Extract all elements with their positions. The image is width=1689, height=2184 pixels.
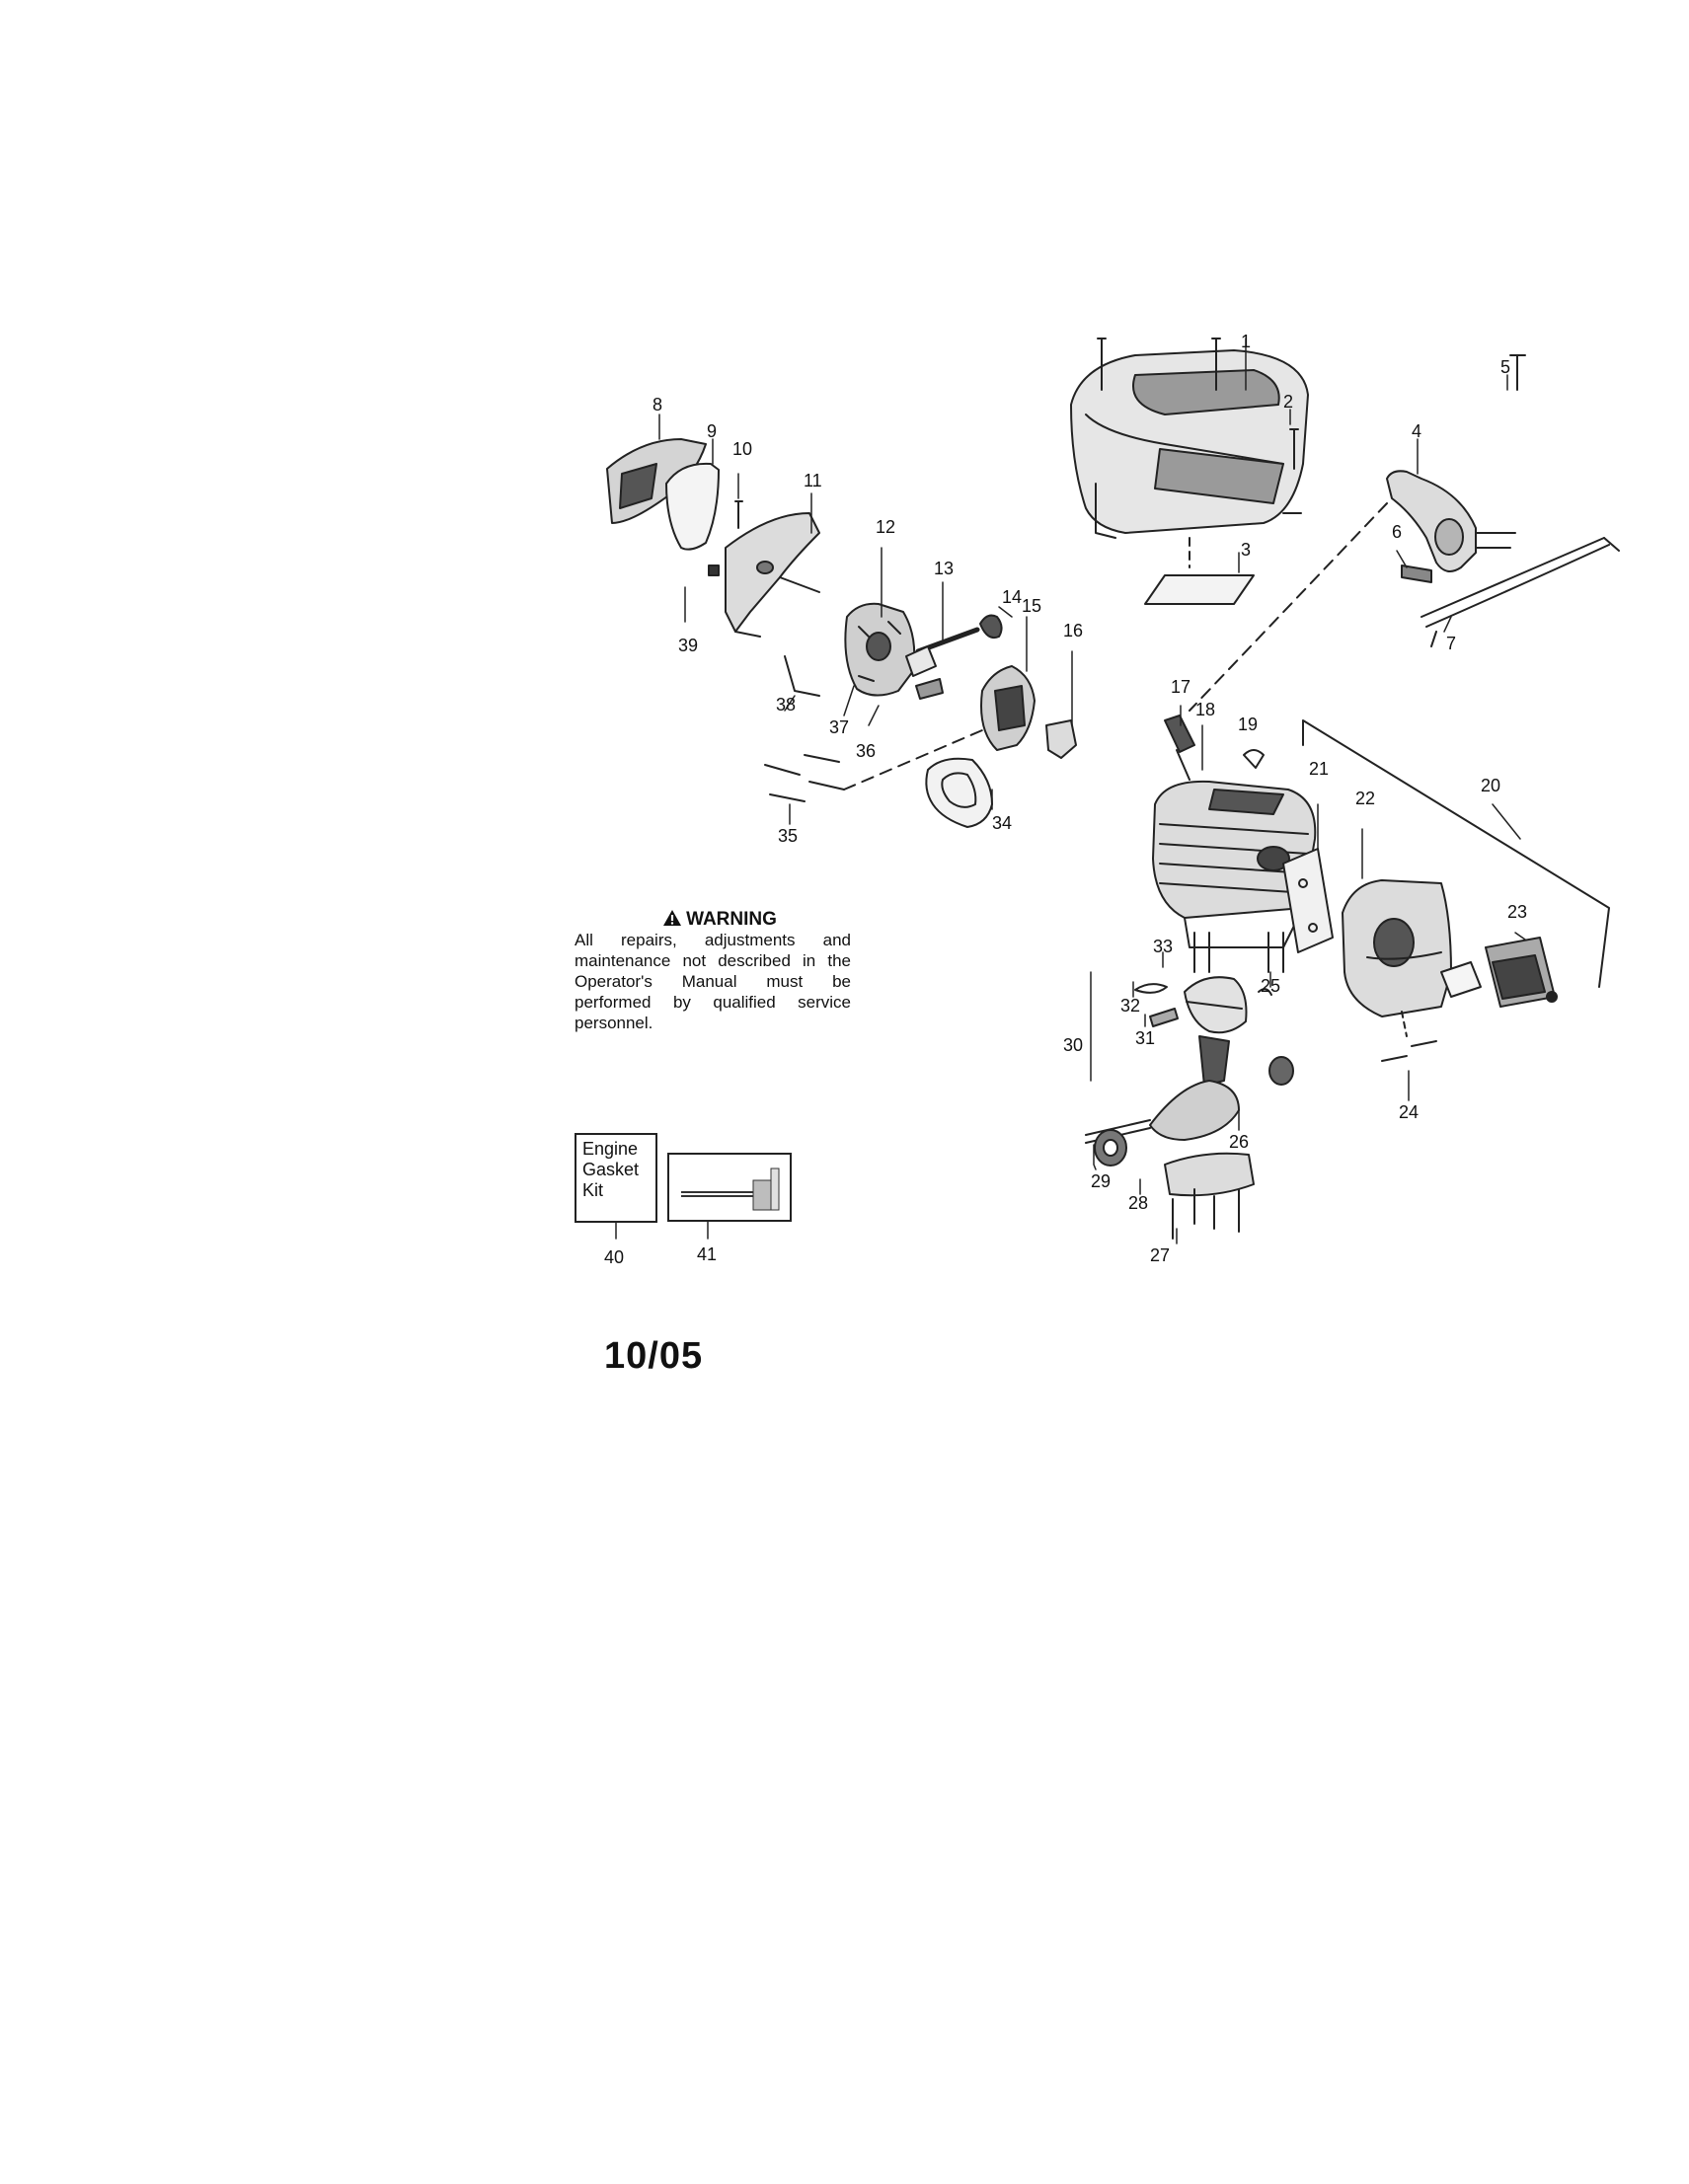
warning-body: All repairs, adjustments and maintenance… [575,931,851,1032]
part-number: 27 [1150,1245,1171,1265]
part-number: 41 [697,1244,718,1264]
part-number: 6 [1392,522,1403,542]
part-cover-screws [1097,338,1299,470]
part-cylinder [1152,780,1317,948]
part-muffler-gasket [1282,848,1334,953]
part-number: 11 [804,471,822,490]
part-number: 31 [1135,1028,1156,1048]
warning-triangle-icon [663,910,682,926]
part-filter-screw [734,500,743,529]
part-cylinder-studs [1193,932,1284,973]
tool-box [667,1153,792,1222]
part-muffler-bolts [1381,1040,1437,1062]
part-air-filter-cover [606,438,707,524]
part-choke-link [784,655,820,697]
part-number: 28 [1128,1193,1149,1213]
part-number: 34 [992,813,1013,833]
part-number: 23 [1507,902,1528,922]
part-number: 19 [1238,715,1259,734]
part-number: 8 [653,395,663,414]
part-number: 36 [856,741,877,761]
part-number: 39 [678,636,699,655]
part-crankshaft [1085,1035,1240,1144]
part-group-bracket [1302,719,1610,988]
part-top-cover [1070,349,1309,539]
part-intake-adapter [980,665,1036,751]
part-number: 4 [1412,421,1422,441]
part-number: 21 [1309,759,1330,779]
part-wire [1420,537,1620,647]
leader-lines [615,338,1526,1244]
part-piston-ring [1134,983,1168,994]
part-number: 30 [1063,1035,1084,1055]
warning-title: WARNING [588,909,851,930]
engine-gasket-kit-box: Engine Gasket Kit [575,1133,657,1223]
part-gasket [915,678,944,700]
part-number: 33 [1153,937,1174,956]
part-number: 14 [1002,587,1023,607]
part-boot [1045,719,1077,759]
tool-drawing [681,1167,780,1211]
part-intake-ring [925,757,993,828]
part-gasket-plate [1144,574,1255,605]
part-number: 29 [1091,1171,1112,1191]
part-piston-pin [1149,1008,1179,1027]
part-number: 1 [1241,332,1252,351]
part-muffler [1342,879,1452,1017]
part-carburetor [844,602,916,697]
part-number: 40 [604,1247,625,1267]
part-crankcase [1164,1152,1255,1197]
part-number: 16 [1063,621,1084,640]
ignition-lead-line [1189,502,1388,712]
part-number: 15 [1022,596,1042,616]
part-ignition-module [1386,354,1526,583]
warning-notice: WARNING All repairs, adjustments and mai… [575,909,851,1033]
part-number: 38 [776,695,797,715]
part-crankcase-bolts [1172,1188,1240,1240]
part-number: 20 [1481,776,1501,795]
part-number: 10 [732,439,753,459]
part-number: 32 [1120,996,1141,1016]
part-filter-element [665,462,720,551]
part-number: 3 [1241,540,1252,560]
part-number: 26 [1229,1132,1250,1152]
part-number: 9 [707,421,718,441]
part-spark-plug [1164,715,1195,781]
part-number: 2 [1283,392,1294,412]
part-number: 17 [1171,677,1191,697]
part-number: 13 [934,559,955,578]
part-clip [1243,749,1265,769]
part-number: 25 [1261,976,1281,996]
part-fitting [979,614,1003,640]
kit-label: Engine Gasket Kit [582,1139,640,1200]
date-code: 10/05 [604,1335,704,1377]
part-number: 7 [1446,634,1457,653]
part-air-filter-base [725,512,820,638]
part-piston [1184,976,1248,1034]
part-spark-screen [1440,961,1482,998]
part-number: 37 [829,717,850,737]
part-filter-nut [708,565,720,576]
part-number: 18 [1195,700,1216,719]
part-spacer [905,645,937,677]
part-base-gasket [1258,988,1272,996]
part-number: 12 [876,517,896,537]
part-number: 35 [778,826,799,846]
warning-title-text: WARNING [686,909,777,930]
part-bearing-right [1268,1056,1294,1086]
part-bolts [764,754,845,802]
part-number: 24 [1399,1102,1420,1122]
part-bearing-left [1094,1129,1127,1167]
part-number: 5 [1500,357,1511,377]
part-number: 22 [1355,789,1376,808]
